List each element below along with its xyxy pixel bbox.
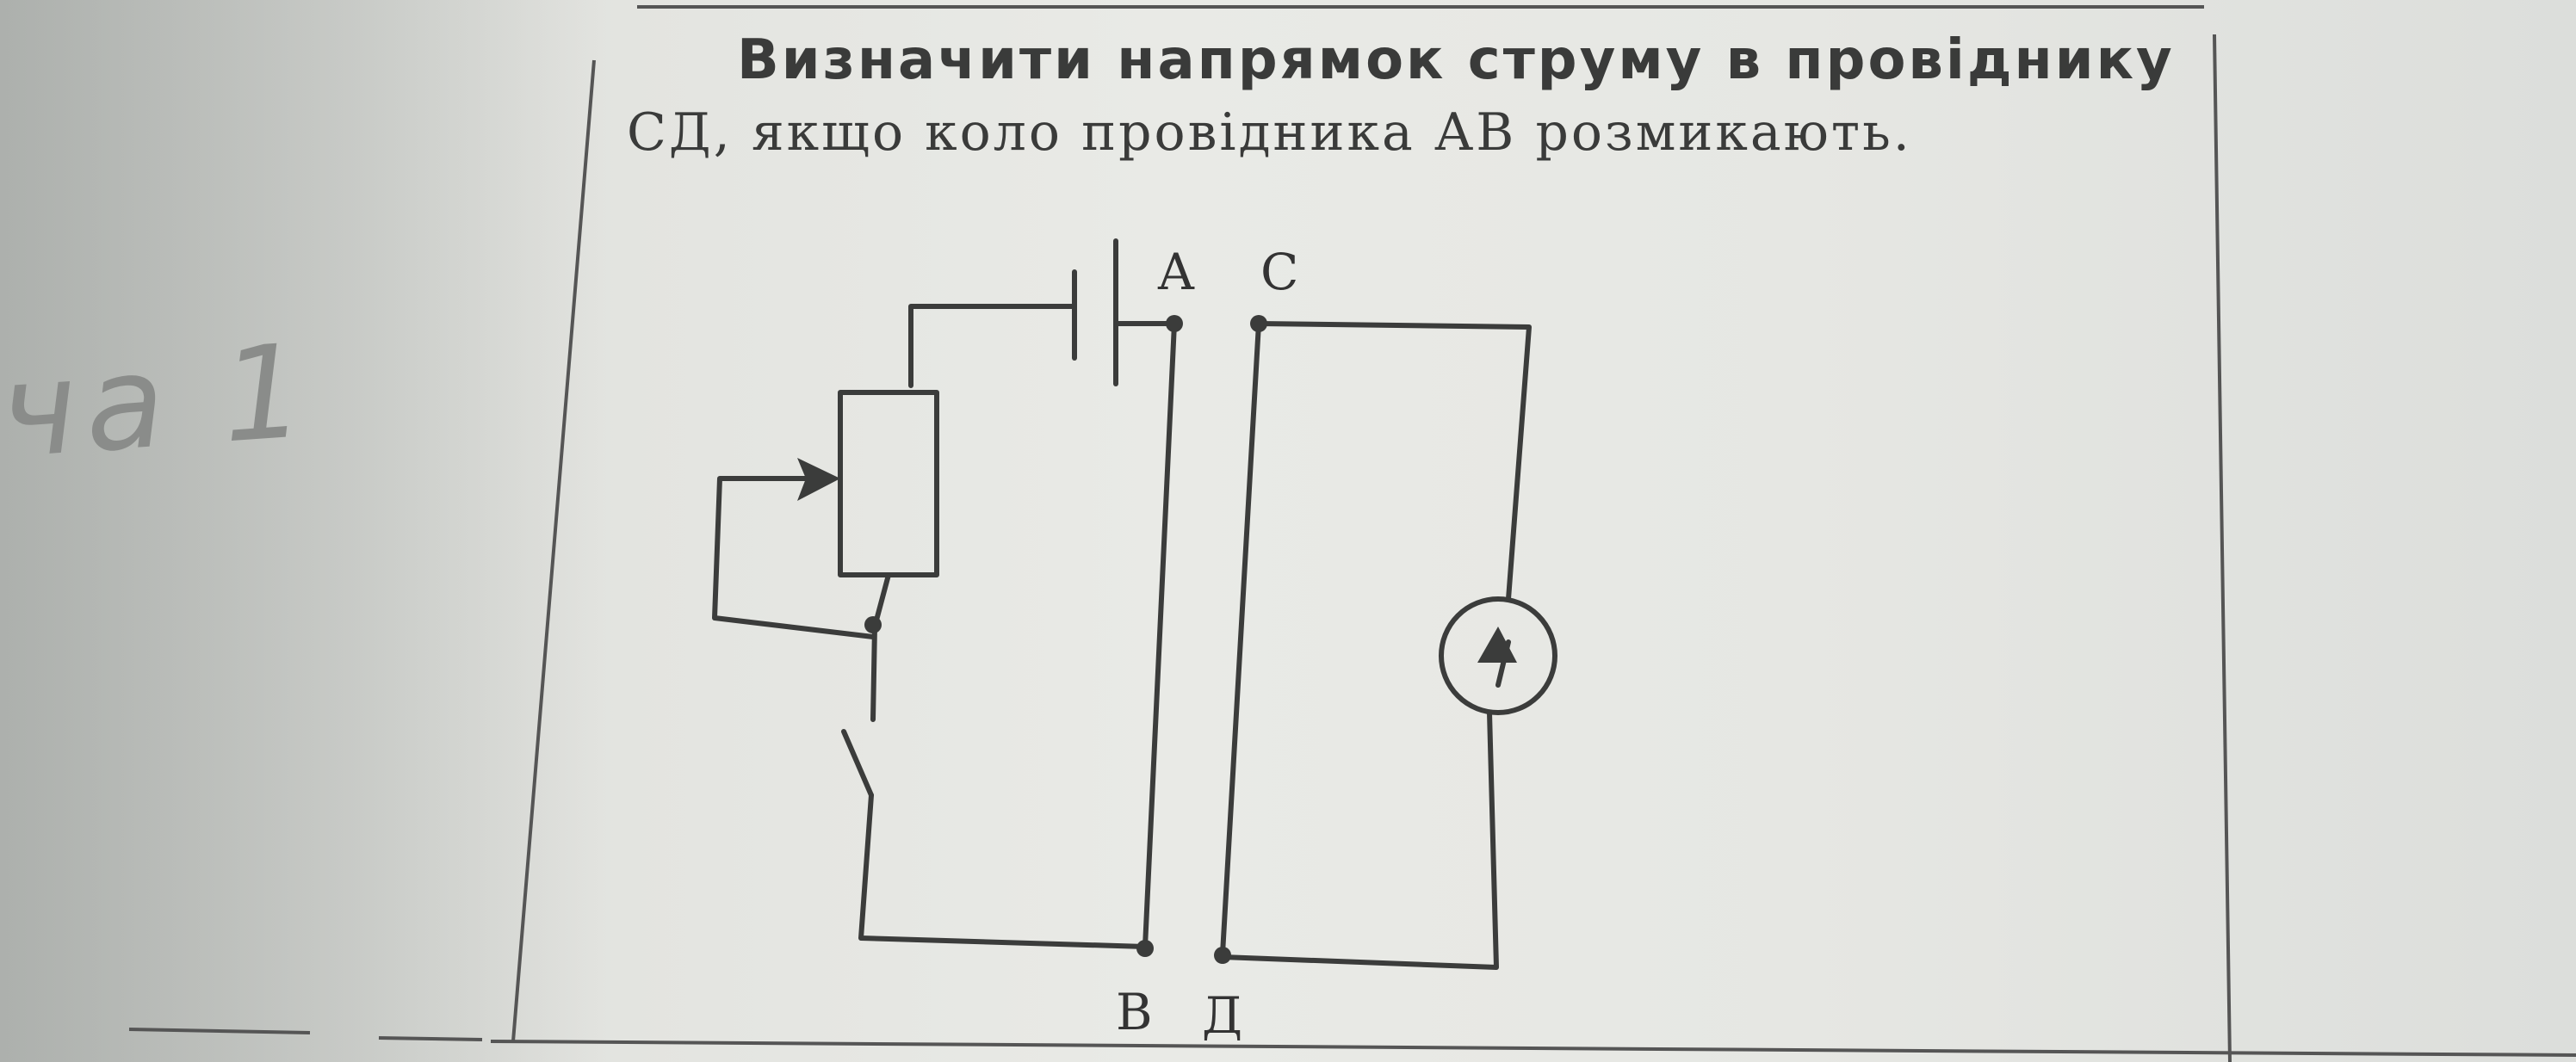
terminal-c-dot (1250, 315, 1267, 332)
frame-bottom-line (490, 1040, 2576, 1057)
wire-bottom-left (858, 793, 1148, 949)
margin-dash-2 (378, 1036, 483, 1041)
margin-dash-1 (128, 1028, 311, 1034)
galvanometer-body (1439, 596, 1557, 715)
question-text: Визначити напрямок струму в провіднику С… (627, 24, 2211, 169)
label-c: С (1260, 243, 1298, 301)
question-line-1: Визначити напрямок струму в провіднику (737, 28, 2175, 92)
left-circuit (712, 238, 1177, 949)
rheostat-slider-wire (712, 476, 876, 639)
wire-top-right (1256, 321, 1532, 602)
label-d: Д (1202, 986, 1242, 1045)
frame-left-line (511, 59, 596, 1042)
rheostat-arrow-icon (797, 458, 840, 501)
wire-bottom-right (1220, 710, 1499, 970)
label-b: В (1116, 983, 1153, 1041)
worksheet-frame (128, 5, 2576, 1062)
wire-rheostat-switch (870, 572, 891, 722)
frame-right-line (2213, 34, 2232, 1062)
wire-top-left (908, 304, 1077, 388)
switch-blade (841, 729, 874, 798)
rheostat-body (838, 390, 939, 577)
terminal-a-dot (1166, 315, 1183, 332)
terminal-d-dot (1214, 947, 1231, 964)
conductor-ab (1142, 321, 1177, 949)
galvanometer-arrow-icon (1477, 627, 1517, 663)
terminal-b-dot (1136, 940, 1154, 957)
junction-dot (864, 616, 882, 633)
conductor-cd (1220, 321, 1261, 956)
label-a: А (1157, 243, 1195, 301)
question-line-2: СД, якщо коло провідника АВ розмикають. (627, 102, 1912, 163)
